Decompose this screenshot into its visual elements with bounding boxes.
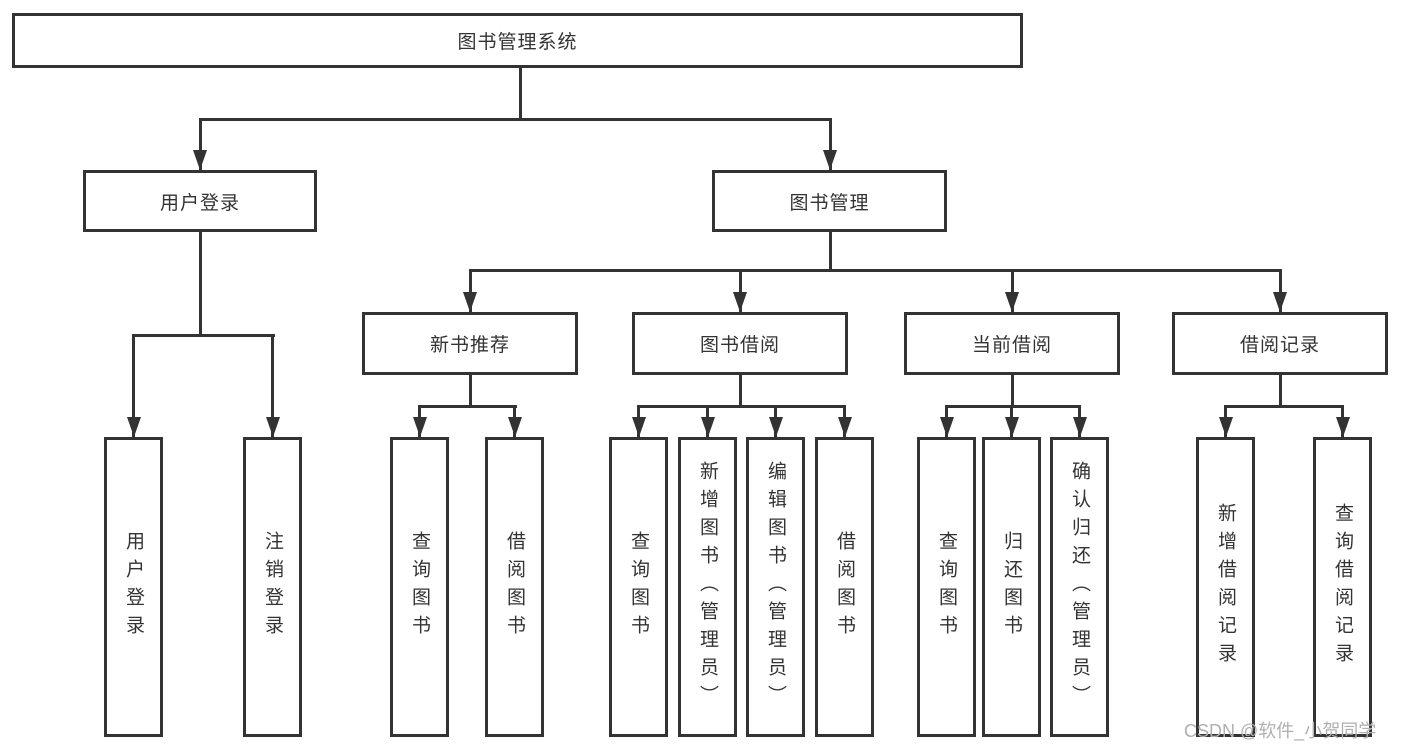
arrow-down-icon — [1072, 417, 1087, 437]
connector-root-stem — [518, 68, 522, 120]
leaf-borrowing-add-books-admin: 新增图书（管理员） — [678, 437, 737, 737]
arrow-down-icon — [837, 417, 852, 437]
leaf-newbook-query-books: 查询图书 — [390, 437, 449, 737]
node-label: 图书管理系统 — [457, 32, 578, 53]
arrow-down-icon — [412, 417, 427, 437]
csdn-watermark: CSDN @软件_小贺同学 — [1184, 721, 1377, 741]
arrow-down-icon — [1335, 417, 1350, 437]
connector-drop-current — [1010, 269, 1014, 312]
connector-drop-user-login — [198, 118, 202, 170]
node-label: 查询借阅记录 — [1332, 503, 1353, 671]
leaf-borrowing-query-books: 查询图书 — [609, 437, 668, 737]
arrow-down-icon — [1273, 292, 1287, 312]
arrow-down-icon — [631, 417, 646, 437]
connector-new-book-bar — [418, 405, 517, 408]
connector-book-mgmt-stem — [828, 232, 832, 272]
connector-drop-book-mgmt — [828, 118, 832, 170]
arrow-down-icon — [126, 417, 141, 437]
leaf-logout: 注销登录 — [243, 437, 302, 737]
arrow-down-icon — [939, 417, 954, 437]
node-label: 归还图书 — [1001, 531, 1022, 643]
connector-user-login-stem — [198, 232, 202, 334]
node-label: 新书推荐 — [429, 335, 510, 356]
leaf-borrowing-borrow-books: 借阅图书 — [815, 437, 874, 737]
node-user-login: 用户登录 — [83, 170, 317, 232]
leaf-current-confirm-return-admin: 确认归还（管理员） — [1050, 437, 1109, 737]
leaf-current-return-books: 归还图书 — [982, 437, 1041, 737]
connector-drop-new-book — [468, 269, 472, 312]
leaf-records-query-record: 查询借阅记录 — [1313, 437, 1372, 737]
node-label: 查询图书 — [628, 531, 649, 643]
node-label: 新增图书（管理员） — [697, 461, 718, 713]
arrow-down-icon — [1004, 417, 1019, 437]
leaf-user-login: 用户登录 — [104, 437, 163, 737]
connector-current-stem — [1010, 375, 1014, 408]
arrow-down-icon — [1218, 417, 1233, 437]
connector-records-bar — [1224, 405, 1344, 408]
node-library-management-system: 图书管理系统 — [12, 13, 1023, 68]
connector-borrowing-bar — [637, 405, 846, 408]
node-label: 用户登录 — [159, 192, 240, 214]
node-label: 编辑图书（管理员） — [765, 461, 786, 713]
node-book-management: 图书管理 — [712, 170, 947, 232]
arrow-down-icon — [700, 417, 715, 437]
node-label: 图书管理 — [789, 192, 870, 214]
node-label: 确认归还（管理员） — [1069, 461, 1090, 713]
connector-drop-records — [1278, 269, 1282, 312]
connector-root-bar — [198, 118, 832, 121]
node-label: 借阅图书 — [504, 531, 525, 643]
node-label: 查询图书 — [936, 531, 957, 643]
node-label: 用户登录 — [123, 531, 144, 643]
arrow-down-icon — [507, 417, 522, 437]
connector-book-mgmt-bar — [468, 269, 1282, 272]
connector-drop-leaf — [271, 334, 274, 437]
connector-records-stem — [1278, 375, 1282, 408]
node-label: 查询图书 — [409, 531, 430, 643]
connector-drop-borrowing — [738, 269, 742, 312]
connector-drop-leaf — [132, 334, 135, 437]
leaf-newbook-borrow-books: 借阅图书 — [485, 437, 544, 737]
arrow-down-icon — [768, 417, 783, 437]
node-label: 当前借阅 — [971, 335, 1052, 356]
leaf-records-add-record: 新增借阅记录 — [1196, 437, 1255, 737]
node-book-borrowing: 图书借阅 — [632, 312, 848, 375]
node-label: 新增借阅记录 — [1215, 503, 1236, 671]
connector-current-bar — [945, 405, 1081, 408]
node-current-borrowing: 当前借阅 — [904, 312, 1120, 375]
arrow-down-icon — [193, 150, 207, 170]
arrow-down-icon — [463, 292, 477, 312]
node-label: 借阅图书 — [834, 531, 855, 643]
node-label: 注销登录 — [262, 531, 283, 643]
node-borrowing-records: 借阅记录 — [1172, 312, 1388, 375]
leaf-borrowing-edit-books-admin: 编辑图书（管理员） — [746, 437, 805, 737]
connector-user-login-bar — [132, 334, 275, 337]
arrow-down-icon — [265, 417, 280, 437]
node-label: 借阅记录 — [1239, 335, 1320, 356]
arrow-down-icon — [823, 150, 837, 170]
node-new-book-recommend: 新书推荐 — [362, 312, 578, 375]
node-label: 图书借阅 — [699, 335, 780, 356]
connector-new-book-stem — [468, 375, 472, 408]
leaf-current-query-books: 查询图书 — [917, 437, 976, 737]
connector-borrowing-stem — [738, 375, 742, 408]
arrow-down-icon — [1005, 292, 1019, 312]
arrow-down-icon — [733, 292, 747, 312]
